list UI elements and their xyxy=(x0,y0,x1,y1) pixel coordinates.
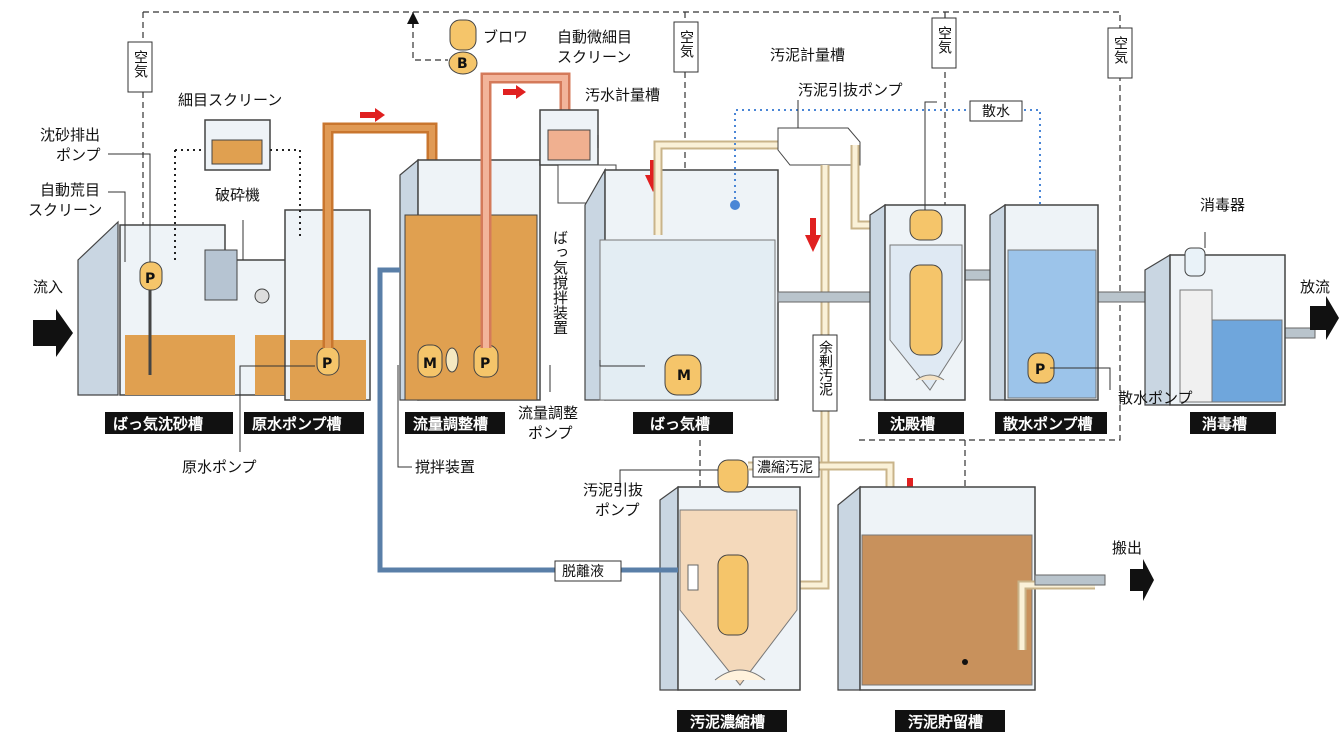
coarse-screen-label-2: スクリーン xyxy=(28,201,102,219)
spray-tank-plate xyxy=(995,412,1107,434)
air-box-1 xyxy=(127,41,153,93)
sludge-pump-2-label-2: ポンプ xyxy=(595,501,640,519)
air-label-3: 空気 xyxy=(936,26,952,55)
air-box-4 xyxy=(1107,27,1133,79)
raw-pump-tank-label: 原水ポンプ槽 xyxy=(252,415,342,433)
filtrate-pipe xyxy=(377,267,678,573)
blower xyxy=(448,19,478,75)
flow-tank-plate xyxy=(405,412,505,434)
excess-flow-arrow xyxy=(805,218,821,252)
thickener-tank-label: 汚泥濃縮槽 xyxy=(690,713,765,731)
settling-tank-plate xyxy=(878,412,964,434)
grit-pump xyxy=(139,261,163,375)
inflow-arrow xyxy=(33,309,73,357)
grit-pump-label-2: ポンプ xyxy=(56,146,101,164)
settling-tank xyxy=(869,203,966,401)
disinfection-tank xyxy=(1144,247,1286,406)
mixer-motor xyxy=(417,344,459,378)
filtrate-box xyxy=(554,560,622,582)
aeration-tank-plate xyxy=(633,412,733,434)
auto-fine-screen xyxy=(539,109,599,166)
thickened-sludge-box xyxy=(752,456,820,478)
spray-label: 散水 xyxy=(982,104,1010,120)
sludge-pump-2-label-1: 汚泥引抜 xyxy=(583,481,643,499)
blower-label: ブロワ xyxy=(483,28,528,46)
spray-box xyxy=(969,100,1023,122)
raw-pump-tank-plate xyxy=(244,412,364,434)
spray-pump-label: 散水ポンプ xyxy=(1118,389,1193,407)
grit-tank-plate xyxy=(105,412,233,434)
sludge-meter-label: 汚泥計量槽 xyxy=(770,46,845,64)
raw-pump-label: 原水ポンプ xyxy=(182,458,257,476)
carry-out-label: 搬出 xyxy=(1112,539,1142,557)
disinfector-label: 消毒器 xyxy=(1200,196,1245,214)
aeration-motor-letter: M xyxy=(677,368,691,384)
aeration-flow-arrow xyxy=(645,160,661,192)
flow-adjustment-tank xyxy=(399,158,541,401)
mixer-label: 撹拌装置 xyxy=(415,458,475,476)
disinfection-tank-label: 消毒槽 xyxy=(1202,415,1247,433)
aeration-device-label: ばっ気撹拌装置 xyxy=(551,230,569,335)
leader-lines xyxy=(108,100,1206,490)
aeration-tank-label: ばっ気槽 xyxy=(650,415,710,433)
air-label-1: 空気 xyxy=(132,50,148,79)
carry-out-arrow xyxy=(1130,559,1154,601)
flow-tank-label: 流量調整槽 xyxy=(413,415,488,433)
storage-tank-plate xyxy=(895,710,1005,732)
mixer-motor-letter: M xyxy=(423,356,437,372)
thickener-tank-plate xyxy=(677,710,787,732)
filtrate-label: 脱離液 xyxy=(562,563,604,580)
settling-tank-label: 沈殿槽 xyxy=(890,415,935,433)
air-label-2: 空気 xyxy=(678,30,694,59)
excess-sludge-label: 余剰汚泥 xyxy=(817,339,833,397)
discharge-arrow xyxy=(1310,296,1339,340)
fine-screen-unit xyxy=(174,119,301,260)
grit-pump-label-1: 沈砂排出 xyxy=(40,126,100,144)
air-box-3 xyxy=(931,17,957,69)
grit-tank-label: ばっ気沈砂槽 xyxy=(113,415,203,433)
aeration-outlet-pipe xyxy=(653,140,785,235)
auto-fine-screen-label-2: スクリーン xyxy=(557,48,631,66)
aeration-tank xyxy=(584,167,779,401)
sludge-thickener xyxy=(659,459,801,691)
air-box-2 xyxy=(673,21,699,73)
inflow-label: 流入 xyxy=(33,278,63,296)
flow-pump-label-1: 流量調整 xyxy=(518,404,578,422)
auto-fine-screen-label-1: 自動微細目 xyxy=(557,28,632,46)
spray-tank-label: 散水ポンプ槽 xyxy=(1003,415,1093,433)
flow-pump-label-2: ポンプ xyxy=(528,424,573,442)
crusher-label: 破砕機 xyxy=(215,186,260,204)
spray-pump-letter: P xyxy=(1035,362,1045,378)
excess-sludge-box xyxy=(812,334,838,412)
coarse-screen-label-1: 自動荒目 xyxy=(40,181,100,199)
spray-pump-tank xyxy=(989,203,1099,401)
thickened-sludge-label: 濃縮汚泥 xyxy=(757,460,813,476)
discharge-label: 放流 xyxy=(1300,278,1330,296)
sludge-meter-tank xyxy=(777,127,861,166)
sludge-storage-tank xyxy=(837,485,1106,691)
disinfection-tank-plate xyxy=(1190,412,1276,434)
fine-screen-label: 細目スクリーン xyxy=(178,91,282,109)
sewage-meter-label: 汚水計量槽 xyxy=(585,86,660,104)
air-label-4: 空気 xyxy=(1112,36,1128,65)
raw-pump-letter: P xyxy=(322,356,332,372)
blower-letter: B xyxy=(457,56,468,72)
return-pipe-to-screen xyxy=(480,72,571,348)
sludge-pump-top-label: 汚泥引抜ポンプ xyxy=(798,81,903,99)
storage-tank-label: 汚泥貯留槽 xyxy=(908,713,983,731)
flow-pump-letter: P xyxy=(480,356,490,372)
raw-water-pipe xyxy=(322,108,438,348)
grit-pump-letter: P xyxy=(145,271,155,287)
